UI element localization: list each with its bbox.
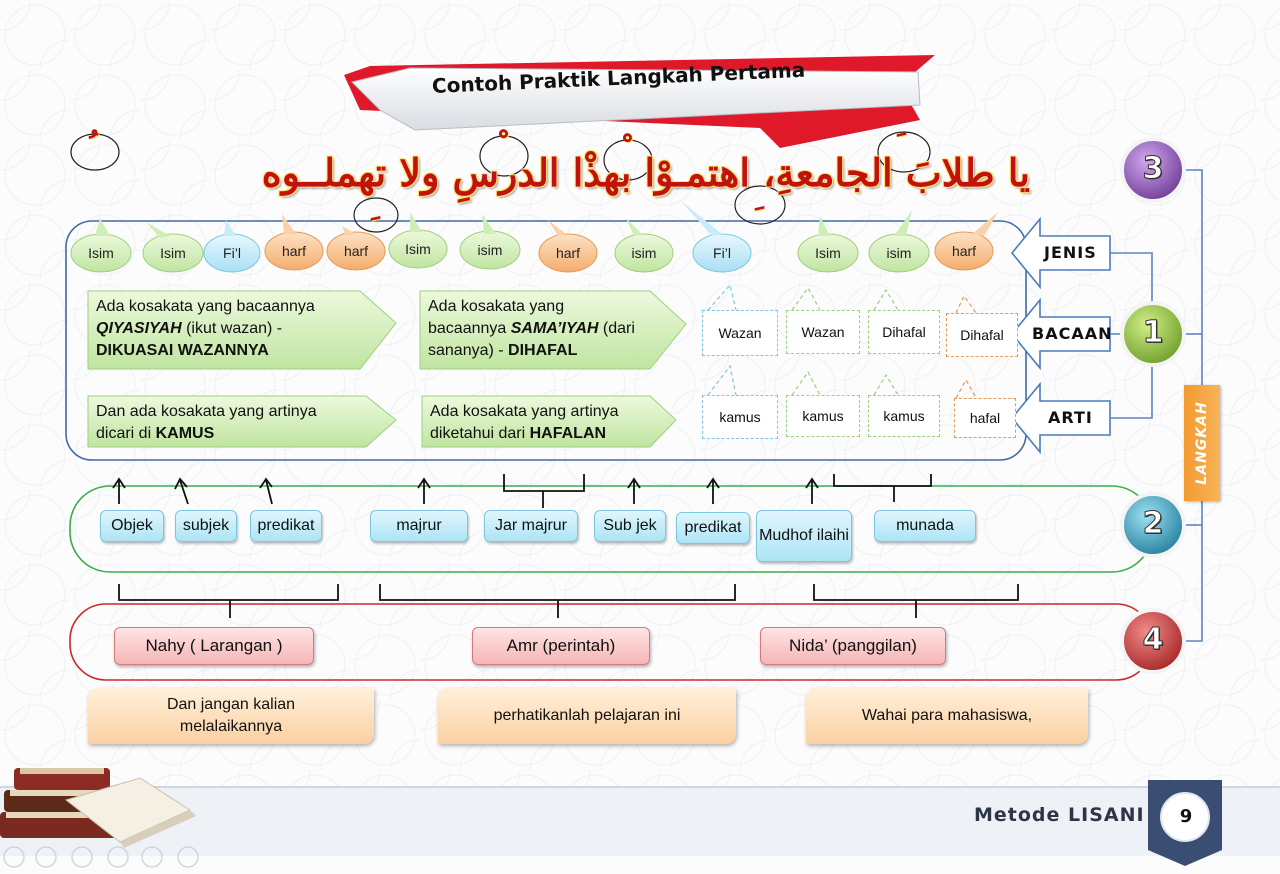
emphasis: SAMA’IYAH	[510, 320, 599, 337]
desc-text: dicari di	[96, 425, 156, 442]
label-bacaan: BACAAN	[1032, 324, 1113, 343]
grammar-role: predikat	[250, 510, 322, 542]
desc-line: DIKUASAI WAZANNYA	[96, 340, 370, 362]
page-number: 9	[1179, 806, 1193, 827]
word-type-label: isim	[477, 242, 503, 258]
desc-qiyasiyah: Ada kosakata yang bacaannya QIYASIYAH (i…	[88, 292, 378, 366]
grammar-role: Objek	[100, 510, 164, 542]
desc-text: sananya) -	[428, 342, 509, 359]
desc-text: diketahui dari	[430, 425, 530, 442]
label-jenis: JENIS	[1044, 243, 1097, 262]
grammar-role: majrur	[370, 510, 468, 542]
langkah-label: LANGKAH	[1194, 401, 1210, 485]
books-illustration	[0, 768, 196, 848]
sentence-type-nida: Nida’ (panggilan)	[760, 627, 946, 665]
grammar-role: Jar majrur	[484, 510, 578, 542]
bacaan-box: Dihafal	[868, 310, 940, 354]
desc-line: sananya) - DIHAFAL	[428, 340, 672, 362]
desc-line: bacaannya SAMA’IYAH (dari	[428, 318, 672, 340]
word-type-label: Isim	[160, 245, 186, 261]
label-arti: ARTI	[1048, 408, 1093, 427]
word-type-label: Fi’l	[713, 245, 731, 261]
grammar-role: munada	[874, 510, 976, 542]
sentence-type-nahy: Nahy ( Larangan )	[114, 627, 314, 665]
bacaan-box: Wazan	[702, 310, 778, 356]
grammar-role: predikat	[676, 512, 750, 544]
arabic-sentence: يا طلابَ الجامعةِ، اهتمـوْا بهذْا الدرسِ…	[261, 150, 1030, 195]
word-type-label: harf	[951, 243, 977, 259]
bacaan-box: Dihafal	[946, 313, 1018, 357]
grammar-role: subjek	[175, 510, 237, 542]
translation-box: perhatikanlah pelajaran ini	[438, 688, 736, 744]
word-type-label: Isim	[88, 245, 114, 261]
step-3-number: 3	[1142, 151, 1164, 187]
desc-line: Ada kosakata yang bacaannya	[96, 298, 315, 315]
desc-kamus: Dan ada kosakata yang artinya dicari di …	[88, 397, 378, 449]
desc-line: QIYASIYAH (ikut wazan) -	[96, 318, 370, 340]
arti-box: hafal	[954, 398, 1016, 438]
bacaan-box: Wazan	[786, 310, 860, 354]
word-type-label: harf	[343, 243, 369, 259]
desc-line: Ada kosakata yang	[428, 298, 565, 315]
desc-text: bacaannya	[428, 320, 511, 337]
grammar-role: Sub jek	[594, 510, 666, 542]
desc-line: dicari di KAMUS	[96, 423, 370, 445]
desc-text: (ikut wazan) -	[181, 320, 283, 337]
word-type-label: harf	[555, 245, 581, 261]
desc-samaiyah: Ada kosakata yang bacaannya SAMA’IYAH (d…	[420, 292, 680, 366]
emphasis: HAFALAN	[529, 425, 607, 442]
desc-line: Dan ada kosakata yang artinya	[96, 403, 317, 420]
step-1-number: 1	[1142, 315, 1164, 351]
langkah-tag: LANGKAH	[1184, 385, 1220, 501]
emphasis: KAMUS	[155, 425, 215, 442]
desc-hafalan: Ada kosakata yang artinya diketahui dari…	[422, 397, 672, 449]
step-4-number: 4	[1142, 622, 1164, 658]
word-type-label: harf	[281, 243, 307, 259]
desc-line: Ada kosakata yang artinya	[430, 403, 619, 420]
desc-text: (dari	[598, 320, 635, 337]
emphasis: DIHAFAL	[508, 342, 578, 359]
arti-box: kamus	[702, 395, 778, 439]
footer-label: Metode LISANI	[974, 804, 1145, 826]
arti-box: kamus	[786, 395, 860, 437]
word-type-label: Isim	[815, 245, 841, 261]
word-type-label: isim	[631, 245, 657, 261]
grammar-role: Mudhof ilaihi	[756, 510, 852, 562]
translation-box: Wahai para mahasiswa,	[806, 688, 1088, 744]
sentence-type-amr: Amr (perintah)	[472, 627, 650, 665]
emphasis: QIYASIYAH	[96, 320, 182, 337]
translation-box: Dan jangan kalian melalaikannya	[88, 688, 374, 744]
step-2-number: 2	[1142, 506, 1164, 542]
emphasis: DIKUASAI WAZANNYA	[96, 342, 269, 359]
word-type-bubbles	[70, 200, 998, 273]
desc-line: diketahui dari HAFALAN	[430, 423, 664, 445]
word-type-label: Isim	[405, 241, 431, 257]
arti-box: kamus	[868, 395, 940, 437]
word-type-label: Fi’l	[223, 245, 241, 261]
word-type-label: isim	[886, 245, 912, 261]
